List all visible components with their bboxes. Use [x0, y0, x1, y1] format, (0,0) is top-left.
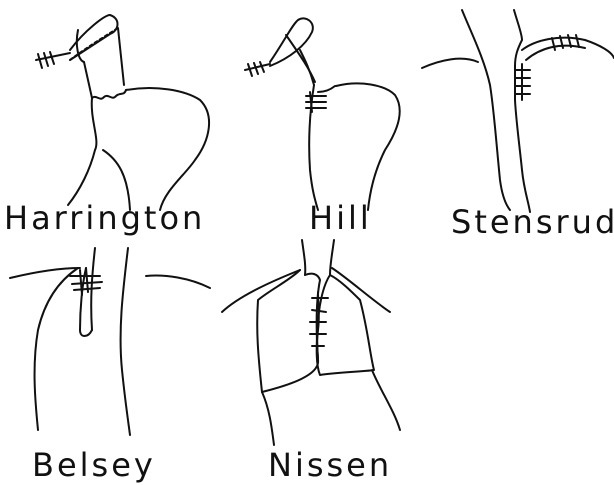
nissen-stomach: [222, 240, 400, 445]
nissen-label: Nissen: [268, 449, 392, 481]
harrington-label: Harrington: [4, 202, 205, 234]
hill-label: Hill: [309, 202, 372, 234]
belsey-label: Belsey: [32, 449, 156, 481]
stensrud-label: Stensrud: [451, 206, 614, 238]
nissen-sutures: [310, 292, 328, 360]
